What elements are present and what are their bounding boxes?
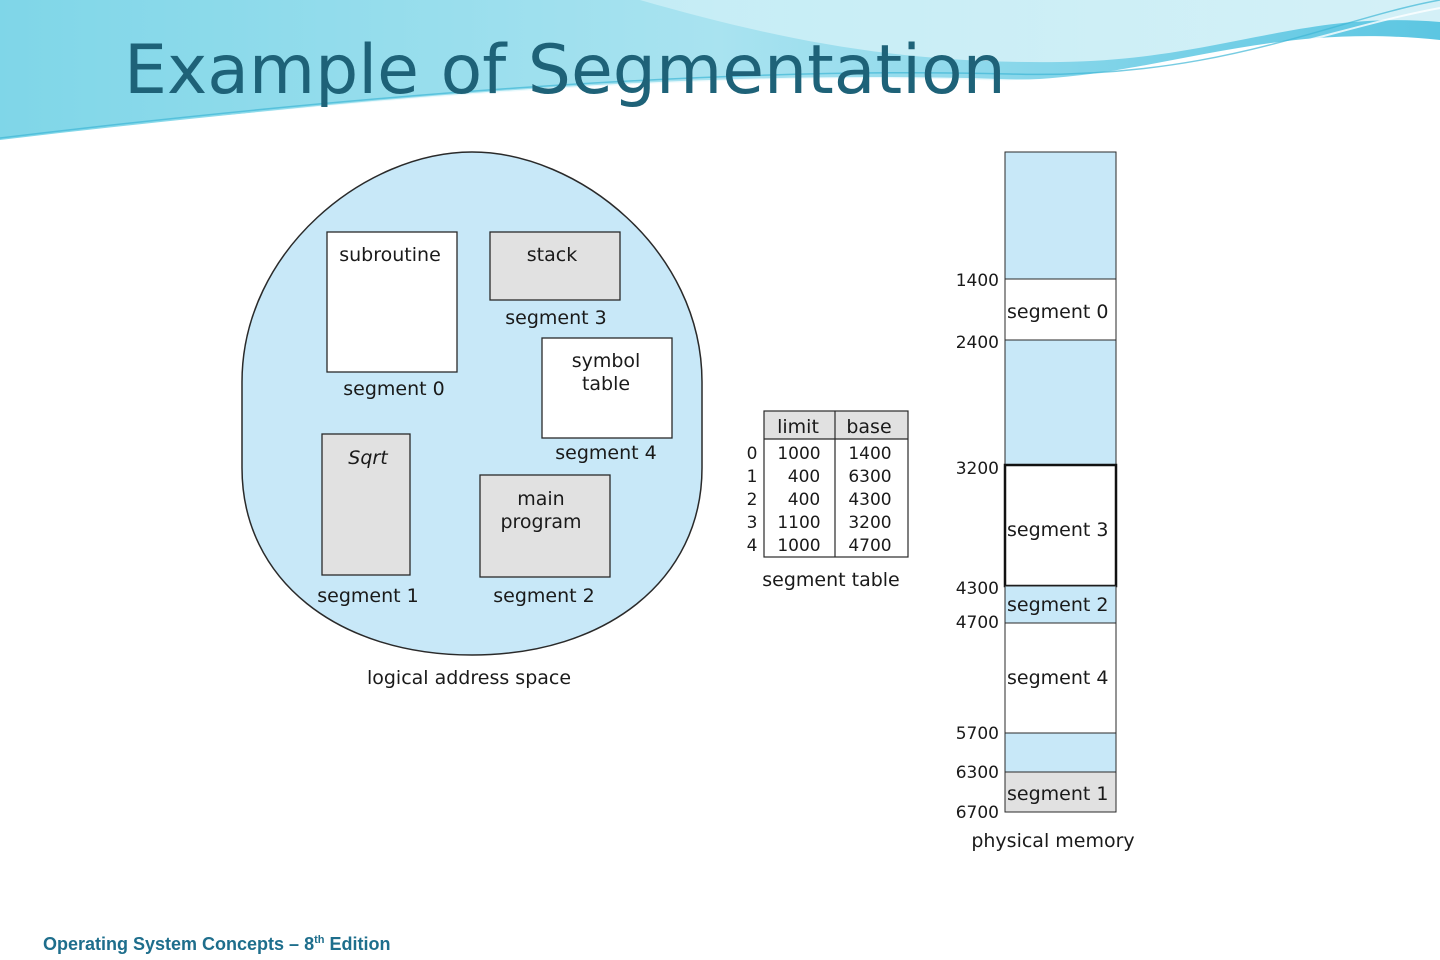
block-symbol-table-line-1: symbol — [572, 350, 641, 372]
block-stack-segment: segment 3 — [505, 307, 606, 329]
footer-suffix: Edition — [324, 934, 391, 954]
footer-superscript: th — [314, 934, 325, 946]
physical-memory-caption: physical memory — [971, 830, 1134, 852]
header-wave-light — [640, 0, 1440, 63]
footer-text: Operating System Concepts – 8 — [43, 934, 315, 954]
block-sqrt — [321, 433, 411, 576]
block-stack — [489, 231, 621, 301]
memory-address-label: 5700 — [956, 724, 999, 744]
block-subroutine-segment: segment 0 — [343, 378, 444, 400]
memory-address-label: 2400 — [956, 333, 999, 353]
memory-block-label: segment 3 — [1007, 519, 1108, 541]
segment-table-row-limit: 1000 — [777, 536, 820, 556]
segment-table-row-base: 1400 — [848, 444, 891, 464]
segment-table-header-bg — [764, 411, 908, 439]
memory-block-segment-4 — [1004, 622, 1117, 734]
segment-table-col-limit: limit — [777, 416, 819, 438]
segment-table-border — [763, 410, 909, 558]
memory-address-label: 4700 — [956, 613, 999, 633]
memory-block-segment-1 — [1004, 771, 1117, 813]
memory-address-label: 3200 — [956, 459, 999, 479]
segment-table-row-limit: 400 — [788, 490, 820, 510]
segment-table-row-limit: 400 — [788, 467, 820, 487]
slide-footer: Operating System Concepts – 8th Edition — [43, 934, 390, 955]
memory-block-segment-0 — [1004, 278, 1117, 341]
segment-table-row-index: 1 — [747, 467, 758, 487]
memory-block-free — [1004, 151, 1117, 280]
segmentation-figure: subroutine segment 0 stack segment 3 sym… — [238, 150, 1142, 854]
segment-table: limit base 0 1000 1400 1 400 6300 2 400 … — [747, 410, 909, 591]
memory-address-label: 6700 — [956, 803, 999, 823]
block-main-program-segment: segment 2 — [493, 585, 594, 607]
block-stack-label: stack — [527, 244, 577, 266]
logical-space-caption: logical address space — [367, 667, 571, 689]
segment-table-col-base: base — [846, 416, 891, 438]
block-symbol-table — [541, 337, 673, 439]
segment-table-row-limit: 1100 — [777, 513, 820, 533]
block-main-program — [479, 474, 611, 578]
memory-block-segment-2 — [1004, 585, 1117, 624]
header-wave-line — [0, 7, 1440, 147]
block-symbol-table-segment: segment 4 — [555, 442, 656, 464]
segment-table-row-base: 6300 — [848, 467, 891, 487]
block-sqrt-label: Sqrt — [348, 447, 389, 469]
memory-address-label: 4300 — [956, 579, 999, 599]
memory-block-label: segment 1 — [1007, 783, 1108, 805]
segment-table-row-index: 3 — [747, 513, 758, 533]
segment-table-caption: segment table — [762, 569, 900, 591]
header-wave-line-2 — [0, 0, 1440, 139]
memory-block-free — [1004, 732, 1117, 773]
memory-address-label: 1400 — [956, 271, 999, 291]
memory-block-label: segment 0 — [1007, 301, 1108, 323]
block-subroutine-label: subroutine — [339, 244, 441, 266]
block-main-program-line-2: program — [500, 511, 581, 533]
block-subroutine — [326, 231, 458, 373]
slide-title: Example of Segmentation — [124, 31, 1006, 110]
memory-block-label: segment 2 — [1007, 594, 1108, 616]
memory-block-label: segment 4 — [1007, 667, 1108, 689]
segment-table-row-limit: 1000 — [777, 444, 820, 464]
physical-memory: segment 0 segment 3 segment 2 segment 4 … — [956, 151, 1135, 852]
memory-address-label: 6300 — [956, 763, 999, 783]
segment-table-row-index: 2 — [747, 490, 758, 510]
segment-table-row-base: 4700 — [848, 536, 891, 556]
segment-table-row-index: 4 — [747, 536, 758, 556]
segment-table-row-index: 0 — [747, 444, 758, 464]
logical-address-space: subroutine segment 0 stack segment 3 sym… — [241, 151, 703, 689]
memory-block-free — [1004, 339, 1117, 466]
segmentation-diagram: subroutine segment 0 stack segment 3 sym… — [241, 151, 1135, 852]
segment-table-row-base: 3200 — [848, 513, 891, 533]
block-symbol-table-line-2: table — [582, 373, 630, 395]
block-sqrt-segment: segment 1 — [317, 585, 418, 607]
segment-table-row-base: 4300 — [848, 490, 891, 510]
block-main-program-line-1: main — [517, 488, 564, 510]
